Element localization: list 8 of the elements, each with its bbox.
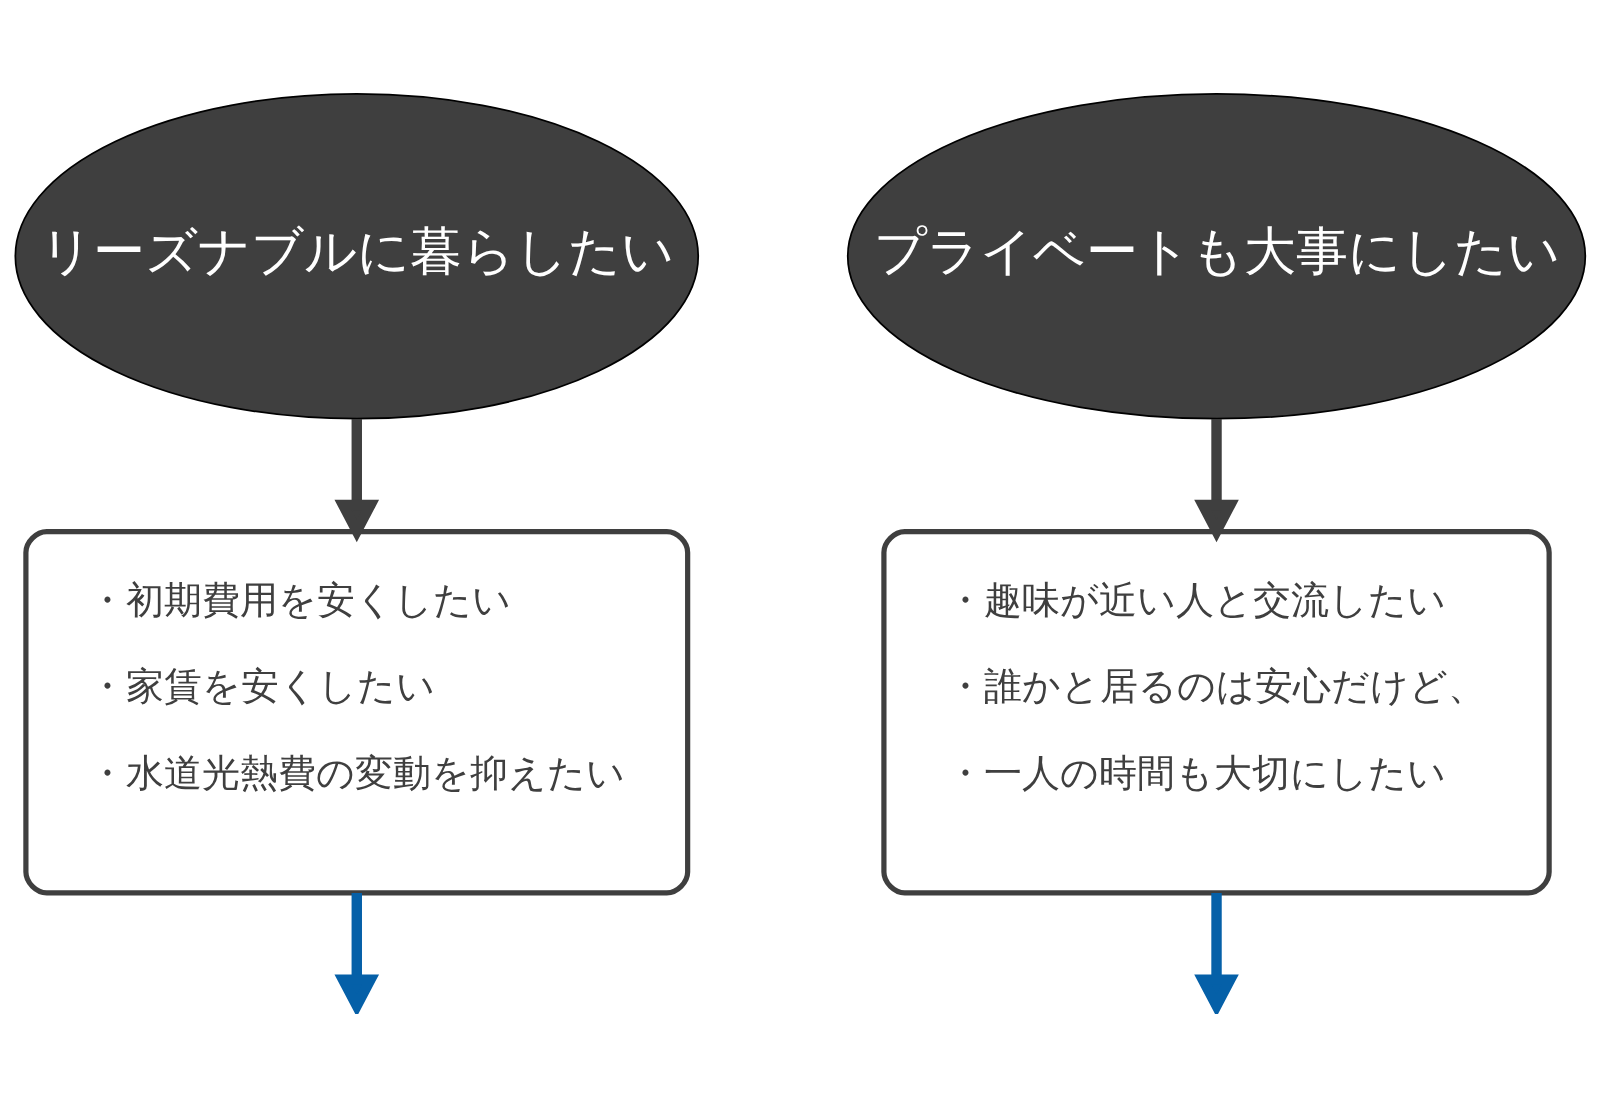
arrow xyxy=(334,892,380,1014)
node-box: ・初期費用を安くしたい ・家賃を安くしたい ・水道光熱費の変動を抑えたい xyxy=(23,528,691,895)
arrow xyxy=(1194,418,1239,542)
node-box: ・趣味が近い人と交流したい ・誰かと居るのは安心だけど、 ・一人の時間も大切にしたい xyxy=(881,528,1552,895)
arrow xyxy=(334,418,380,542)
node-ellipse: リーズナブルに暮らしたい xyxy=(14,92,700,420)
arrow xyxy=(1194,892,1239,1014)
node-ellipse: プライベートも大事にしたい xyxy=(846,92,1587,420)
